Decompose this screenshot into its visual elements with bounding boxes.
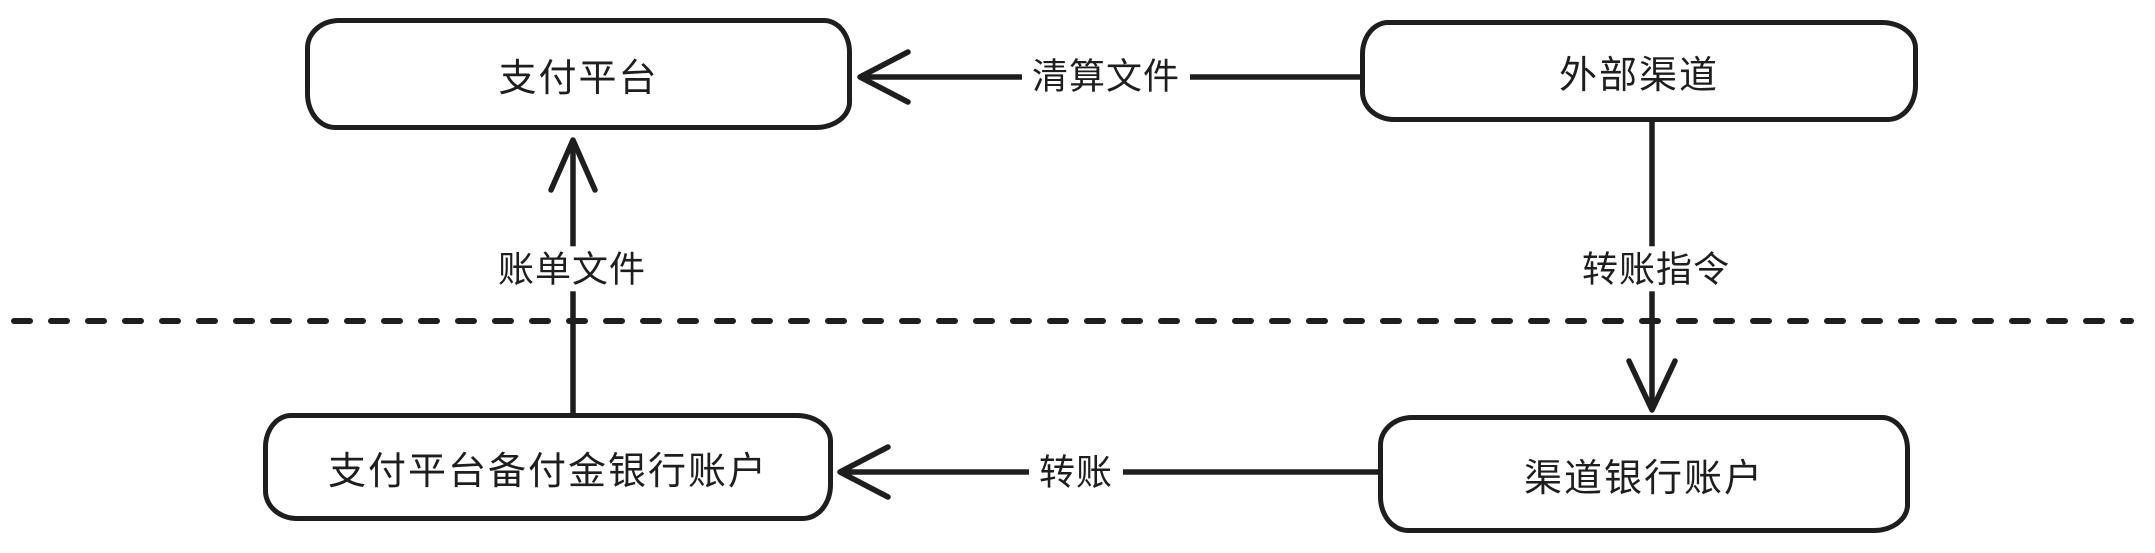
- node-channel-bank-account-label: 渠道银行账户: [1523, 457, 1764, 500]
- edge-transfer-instruction-arrowhead-icon: [1626, 358, 1678, 413]
- node-external-channel: 外部渠道: [1360, 20, 1918, 122]
- node-channel-bank-account: 渠道银行账户: [1378, 415, 1910, 533]
- edge-label-transfer-instruction: 转账指令: [1571, 246, 1741, 292]
- edge-label-transfer: 转账: [1028, 449, 1124, 495]
- edge-bill-file-arrowhead-icon: [548, 137, 598, 193]
- edge-label-bill-file: 账单文件: [487, 246, 657, 292]
- edge-transfer-arrowhead-icon: [837, 444, 891, 500]
- edge-label-clearing-file: 清算文件: [1021, 53, 1191, 99]
- edge-clearing-file-arrowhead-icon: [857, 49, 911, 105]
- node-payment-platform: 支付平台: [305, 18, 852, 130]
- node-payment-platform-reserve-bank-account: 支付平台备付金银行账户: [263, 413, 833, 521]
- node-external-channel-label: 外部渠道: [1558, 54, 1719, 97]
- node-payment-platform-reserve-bank-account-label: 支付平台备付金银行账户: [327, 450, 768, 493]
- node-payment-platform-label: 支付平台: [498, 57, 659, 100]
